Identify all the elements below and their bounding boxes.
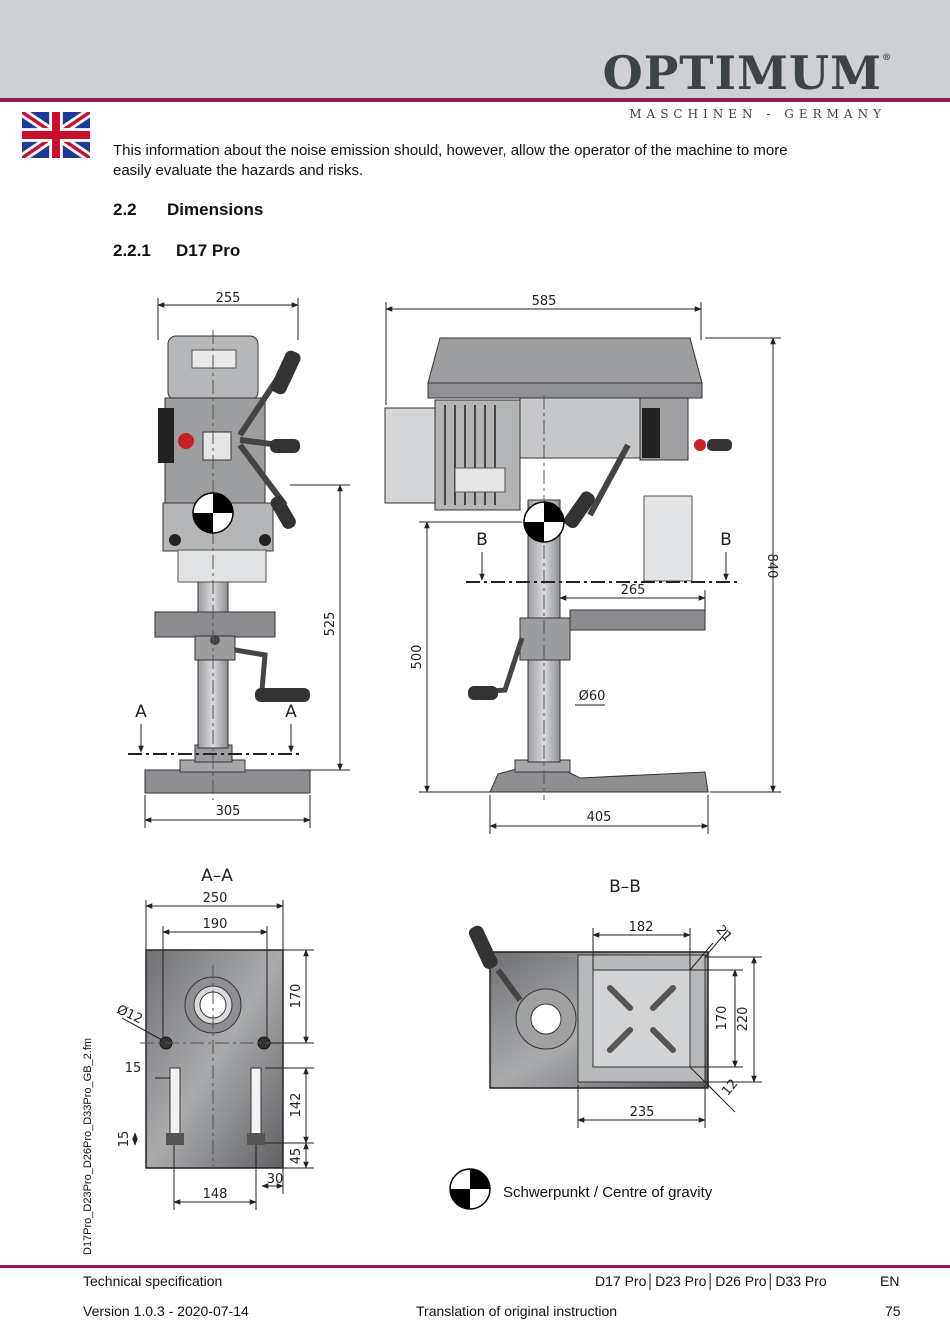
- dim-bb-220: 220: [736, 1007, 751, 1032]
- subsection-heading: 2.2.1 D17 Pro: [113, 241, 240, 261]
- section-marker-b-left: B: [476, 530, 488, 550]
- dim-bb-12: 12: [719, 1077, 741, 1099]
- dim-bb-21: 21: [713, 923, 735, 945]
- intro-paragraph: This information about the noise emissio…: [113, 142, 788, 179]
- registered-mark: ®: [882, 53, 892, 63]
- footer-doc-type: Technical specification: [83, 1273, 223, 1289]
- section-title: Dimensions: [167, 200, 264, 219]
- centre-of-gravity-icon: [523, 501, 565, 543]
- centre-of-gravity-icon: [192, 492, 234, 534]
- dim-side-gravity-height: 500: [410, 645, 425, 670]
- subsection-number: 2.2.1: [113, 241, 151, 260]
- section-b-b-title: B–B: [609, 877, 641, 897]
- dim-bb-235: 235: [630, 1105, 655, 1120]
- dim-bb-182: 182: [629, 920, 654, 935]
- footer-translation-note: Translation of original instruction: [416, 1303, 618, 1319]
- dim-aa-190: 190: [203, 917, 228, 932]
- subsection-title: D17 Pro: [176, 241, 241, 260]
- dim-aa-250: 250: [203, 891, 228, 906]
- header-divider: [0, 98, 950, 102]
- dim-aa-148: 148: [203, 1187, 228, 1202]
- dim-base-depth: 405: [587, 810, 612, 825]
- dim-side-width: 585: [532, 294, 557, 309]
- gravity-legend: Schwerpunkt / Centre of gravity: [448, 1167, 748, 1211]
- dim-column-diameter: Ø60: [579, 689, 606, 704]
- page-number: 75: [885, 1303, 901, 1319]
- footer-version: Version 1.0.3 - 2020-07-14: [83, 1303, 249, 1319]
- footer-models: D17 Pro│D23 Pro│D26 Pro│D33 Pro: [595, 1273, 827, 1289]
- dim-aa-15-top: 15: [125, 1061, 142, 1076]
- dim-base-width: 305: [216, 804, 241, 819]
- dim-aa-45: 45: [289, 1148, 304, 1165]
- section-number: 2.2: [113, 200, 137, 219]
- brand-tagline: MASCHINEN - GERMANY: [629, 107, 886, 121]
- brand-name: OPTIMUM: [602, 46, 882, 100]
- section-a-a-dimension-lines: [121, 900, 314, 1210]
- dim-aa-142: 142: [289, 1093, 304, 1118]
- dim-aa-15-side: 15: [117, 1131, 132, 1148]
- dim-front-width: 255: [216, 291, 241, 306]
- section-marker-b-right: B: [720, 530, 732, 550]
- footer-divider: [0, 1265, 950, 1268]
- side-filename: D17Pro_D23Pro_D26Pro_D33Pro_GB_2.fm: [82, 1037, 94, 1255]
- dim-gravity-height: 525: [323, 612, 338, 637]
- page-header: [0, 0, 950, 100]
- side-dimension-lines: [385, 302, 781, 834]
- dim-aa-hole-diameter: Ø12: [114, 1002, 145, 1027]
- section-marker-a-left: A: [135, 702, 147, 722]
- legend-label: Schwerpunkt / Centre of gravity: [503, 1184, 713, 1201]
- side-view: [384, 337, 732, 800]
- section-a-a-view: [140, 949, 290, 1169]
- dim-aa-30: 30: [267, 1172, 284, 1187]
- dim-bb-170: 170: [715, 1006, 730, 1031]
- dim-table-depth: 265: [621, 583, 646, 598]
- section-marker-a-right: A: [285, 702, 297, 722]
- centre-of-gravity-icon: [449, 1168, 491, 1210]
- section-a-a-title: A–A: [201, 866, 233, 886]
- front-view: [144, 330, 311, 800]
- section-heading: 2.2 Dimensions: [113, 200, 263, 220]
- dim-aa-170: 170: [289, 984, 304, 1009]
- front-dimension-lines: [128, 298, 350, 828]
- uk-flag-icon: [22, 112, 90, 158]
- dim-total-height: 840: [764, 554, 779, 579]
- footer-language: EN: [880, 1273, 900, 1289]
- section-b-b-dimension-lines: [577, 928, 762, 1128]
- section-b-b-view: [468, 925, 709, 1089]
- brand-logo: OPTIMUM®: [603, 50, 892, 96]
